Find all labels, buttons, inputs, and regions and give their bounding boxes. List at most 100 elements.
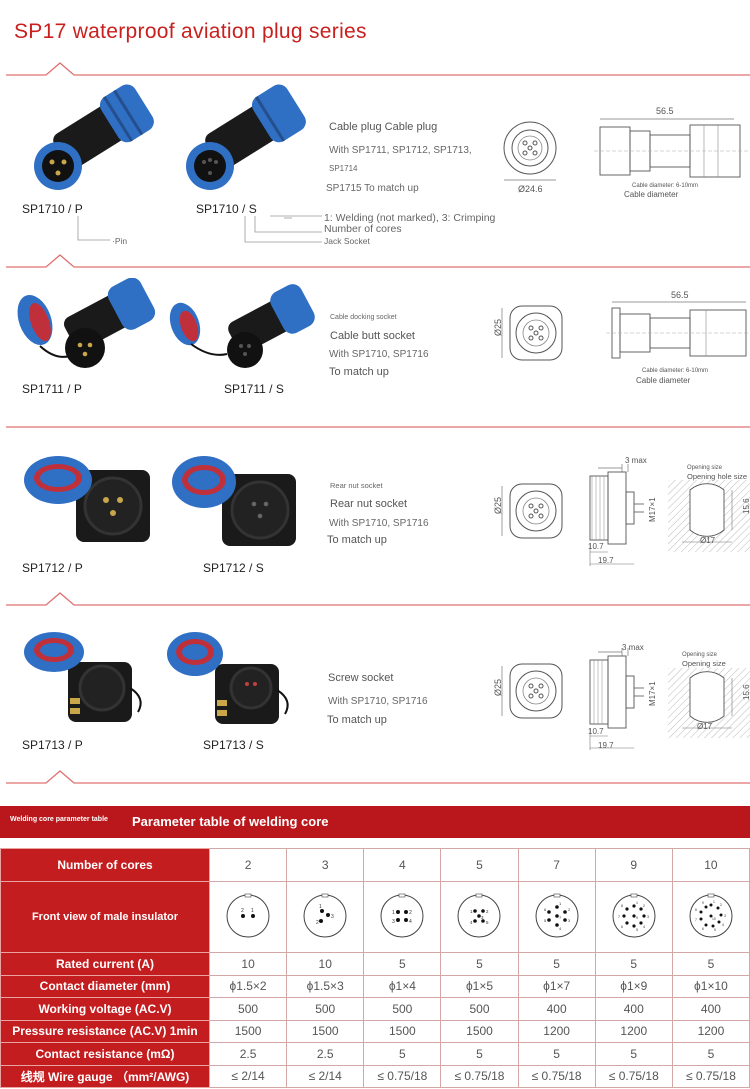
core-count-cell: 9 (594, 848, 673, 882)
core-count-cell: 3 (286, 848, 365, 882)
pin-number: 1 (319, 904, 322, 910)
table-cell: 5 (671, 952, 750, 976)
product-desc-line: SP1714 (329, 164, 358, 173)
front-view-drawing (501, 305, 563, 361)
pin-number: 5 (636, 928, 638, 932)
product-desc-line: To match up (327, 714, 387, 726)
dimension-b: 19.7 (598, 741, 614, 750)
table-cell: 2.5 (208, 1042, 288, 1066)
product-desc-title: Screw socket (328, 672, 394, 684)
pin-number: 6 (621, 925, 623, 929)
dimension-diameter: Ø25 (493, 318, 503, 336)
dimension-b: 19.7 (598, 556, 614, 565)
pin-number: 2 (409, 910, 412, 916)
row-header: Front view of male insulator (0, 881, 210, 953)
pin-number: 3 (481, 915, 484, 920)
table-cell: 2.5 (286, 1042, 365, 1066)
sp1712-s-photo (172, 456, 296, 546)
core-count-cell: 5 (440, 848, 519, 882)
sp1713-s-photo (167, 632, 289, 724)
dimension-thread: M17×1 (648, 497, 657, 522)
section-divider (6, 254, 750, 268)
dimension-a: 10.7 (588, 727, 604, 736)
pin-number: 4 (643, 925, 645, 929)
section-divider (6, 770, 750, 784)
table-cell: 5 (440, 952, 519, 976)
table-cell: ϕ1.5×3 (286, 974, 365, 998)
sp1713-p-photo (24, 632, 142, 722)
table-cell: 5 (363, 952, 442, 976)
product-label: SP1711 / P (22, 382, 82, 396)
table-cell: 1200 (594, 1019, 673, 1043)
table-cell: 1200 (517, 1019, 596, 1043)
product-desc-small: Rear nut socket (330, 481, 383, 490)
side-view-drawing (589, 648, 644, 750)
pin-number: 5 (714, 928, 716, 932)
pin-number: 7 (559, 915, 562, 920)
pin-number: 5 (486, 920, 489, 925)
sp1710-s-photo (186, 84, 306, 190)
pin-number: 5 (544, 918, 547, 923)
cable-diameter-small: Cable diameter: 6-10mm (632, 183, 699, 189)
table-cell: ≤ 0.75/18 (594, 1064, 673, 1088)
pin-number: 2 (241, 908, 244, 914)
core-count-cell: 7 (517, 848, 596, 882)
sp1711-p-photo (17, 278, 156, 368)
side-view-drawing (589, 464, 644, 566)
product-label: SP1710 / S (196, 202, 257, 216)
front-view-drawing (503, 121, 557, 181)
product-desc-line: With SP1711, SP1712, SP1713, (329, 145, 472, 156)
opening-size-label: Opening size (682, 659, 726, 668)
annotation-welding: 1: Welding (not marked), 3: Crimping (324, 212, 496, 224)
dimension-diameter: Ø25 (493, 678, 503, 696)
pin-number: 2 (486, 909, 489, 914)
pin-number: 6 (544, 907, 547, 912)
pin-number: 8 (621, 904, 623, 908)
product-desc-small: Cable docking socket (330, 314, 397, 321)
section-divider (6, 592, 750, 606)
table-cell: 400 (517, 997, 596, 1021)
pin-number: 3 (331, 914, 334, 920)
product-desc-line: With SP1710, SP1716 (328, 696, 428, 707)
table-cell: 5 (517, 1042, 596, 1066)
table-cell: ≤ 0.75/18 (671, 1064, 750, 1088)
sp1711-s-photo (169, 284, 315, 368)
table-cell: ≤ 2/14 (286, 1064, 365, 1088)
pin-number: 2 (568, 907, 571, 912)
dimension-thread: M17×1 (648, 681, 657, 706)
product-desc-line: To match up (327, 534, 387, 546)
pin-number: 1 (392, 910, 395, 916)
dimension-max: 3 max (622, 643, 644, 652)
product-label: SP1712 / P (22, 561, 83, 575)
table-cell: 5 (517, 952, 596, 976)
table-cell: 1200 (671, 1019, 750, 1043)
parameter-table: Number of cores 2 3 4 5 7 9 10 Front vie… (0, 848, 750, 1088)
annotation-jack: Jack Socket (324, 236, 370, 246)
opening-size-small: Opening size (682, 652, 718, 658)
pin-number: 1 (470, 909, 473, 914)
product-desc-line: With SP1710, SP1716 (329, 518, 429, 529)
pin-number: 4 (559, 926, 562, 931)
pin-number: 9 (702, 901, 704, 905)
dimension-length: 56.5 (671, 290, 689, 300)
product-desc-title: Rear nut socket (330, 498, 408, 510)
core-count-cell: 4 (363, 848, 442, 882)
table-cell: 5 (363, 1042, 442, 1066)
dimension-max: 3 max (625, 456, 647, 465)
annotation-pin: ·Pin (112, 236, 128, 246)
table-cell: ϕ1.5×2 (208, 974, 288, 998)
pin-number: 2 (720, 903, 722, 907)
pin-number: 8 (695, 908, 697, 912)
pin-number: 3 (724, 914, 726, 918)
pin-number: 9 (636, 916, 638, 920)
banner-small-title: Welding core parameter table (10, 816, 108, 823)
row-header: Working voltage (AC.V) (0, 997, 210, 1021)
